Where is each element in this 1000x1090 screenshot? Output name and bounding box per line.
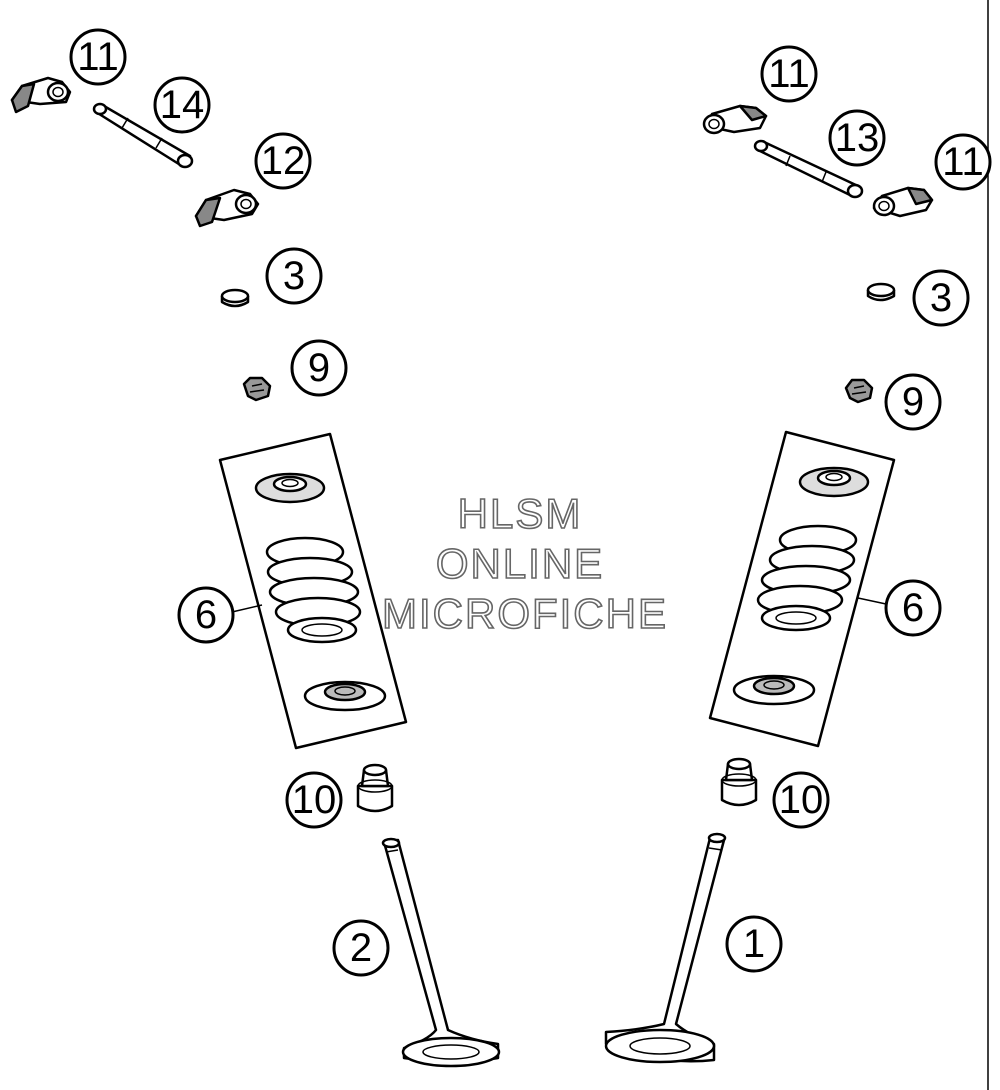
- callout-left-12: 12: [254, 132, 312, 190]
- valve-keepers-left-part-9: [242, 376, 272, 402]
- callout-right-9: 9: [884, 373, 942, 431]
- callout-left-11-label: 11: [77, 35, 119, 79]
- callout-right-3: 3: [912, 269, 970, 327]
- valve-right-part-1: [604, 832, 727, 1064]
- rocker-shaft-part-14: [92, 102, 194, 169]
- callout-left-6-label: 6: [195, 593, 217, 637]
- watermark-line-1: HLSM: [458, 490, 583, 537]
- callout-left-14-label: 14: [160, 83, 205, 127]
- callout-left-9-label: 9: [308, 346, 330, 390]
- watermark: HLSM ONLINE MICROFICHE: [381, 489, 668, 638]
- callout-right-13: 13: [828, 109, 886, 167]
- callout-left-9: 9: [290, 339, 348, 397]
- valve-shim-right-part-3: [866, 282, 896, 302]
- rocker-arm-left-part-11: [10, 76, 72, 114]
- callout-left-10-label: 10: [292, 778, 337, 822]
- callout-right-6-label: 6: [902, 586, 924, 630]
- rocker-arm-right-top-part-11: [702, 104, 768, 135]
- callout-left-2-label: 2: [350, 926, 372, 970]
- watermark-line-3: MICROFICHE: [382, 590, 668, 637]
- valve-stem-seal-left-part-10: [356, 763, 394, 813]
- callout-right-11-side: 11: [934, 133, 992, 191]
- callout-left-3-label: 3: [283, 254, 305, 298]
- callout-right-11-top-label: 11: [768, 52, 810, 96]
- valve-left-part-2: [381, 837, 501, 1068]
- valve-spring-kit-right-part-6: [708, 430, 896, 748]
- valve-spring-kit-left-part-6: [218, 432, 408, 750]
- watermark-line-2: ONLINE: [436, 540, 604, 587]
- rocker-arm-part-12: [194, 188, 260, 228]
- callout-left-3: 3: [265, 247, 323, 305]
- callout-left-10: 10: [285, 771, 343, 829]
- callout-left-2: 2: [332, 919, 390, 977]
- callout-right-10-label: 10: [779, 778, 824, 822]
- valve-shim-left-part-3: [220, 288, 250, 308]
- callout-right-9-label: 9: [902, 380, 924, 424]
- callout-left-6: 6: [177, 586, 235, 644]
- rocker-arm-right-side-part-11: [872, 186, 934, 218]
- callout-right-10: 10: [772, 771, 830, 829]
- callout-right-13-label: 13: [835, 116, 880, 160]
- callout-right-1-label: 1: [743, 922, 765, 966]
- valve-spring-left: [265, 536, 362, 644]
- valve-spring-right: [756, 524, 858, 632]
- callout-right-11-top: 11: [760, 45, 818, 103]
- rocker-shaft-part-13: [753, 139, 864, 199]
- valve-keepers-right-part-9: [844, 378, 874, 404]
- callout-left-14: 14: [153, 76, 211, 134]
- callout-right-11-side-label: 11: [942, 140, 984, 184]
- callout-right-3-label: 3: [930, 276, 952, 320]
- callout-left-12-label: 12: [261, 139, 306, 183]
- leader-left-6: [231, 604, 263, 613]
- leader-right-6: [857, 597, 887, 605]
- callout-left-11: 11: [69, 28, 127, 86]
- valve-stem-seal-right-part-10: [720, 757, 758, 807]
- callout-right-6: 6: [884, 579, 942, 637]
- callout-right-1: 1: [725, 915, 783, 973]
